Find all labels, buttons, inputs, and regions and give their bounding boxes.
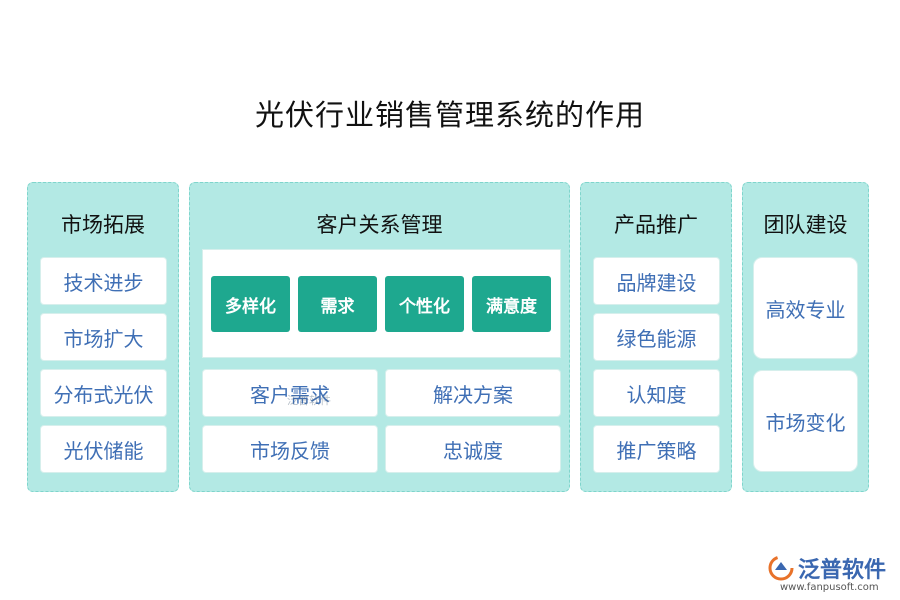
crm-item: 解决方案 — [385, 369, 561, 417]
panel-customer-relationship: 客户关系管理 多样化 需求 个性化 满意度 客户需求 解决方案 市场反馈 忠诚度 — [189, 182, 570, 492]
brand-url: www.fanpusoft.com — [780, 582, 879, 593]
market-item: 分布式光伏 — [40, 369, 167, 417]
market-item: 技术进步 — [40, 257, 167, 305]
crm-chip: 满意度 — [472, 276, 551, 332]
crm-chip: 多样化 — [211, 276, 290, 332]
product-item: 推广策略 — [593, 425, 720, 473]
crm-item: 客户需求 — [202, 369, 378, 417]
team-item: 市场变化 — [753, 370, 858, 472]
team-item: 高效专业 — [753, 257, 858, 359]
product-item: 品牌建设 — [593, 257, 720, 305]
crm-item: 忠诚度 — [385, 425, 561, 473]
watermark: 泛普软件 — [287, 394, 331, 407]
diagram-title: 光伏行业销售管理系统的作用 — [254, 98, 645, 132]
panel-team-building: 团队建设 高效专业 市场变化 — [742, 182, 869, 492]
fanpu-logo-icon — [768, 555, 794, 581]
panel-market-expansion: 市场拓展 技术进步 市场扩大 分布式光伏 光伏储能 — [27, 182, 179, 492]
market-item: 市场扩大 — [40, 313, 167, 361]
brand-name: 泛普软件 — [798, 558, 887, 583]
product-item: 认知度 — [593, 369, 720, 417]
panel-title: 市场拓展 — [61, 213, 145, 237]
crm-chip-group: 多样化 需求 个性化 满意度 — [202, 249, 561, 358]
market-item: 光伏储能 — [40, 425, 167, 473]
panel-title: 产品推广 — [614, 213, 698, 237]
product-item: 绿色能源 — [593, 313, 720, 361]
brand-block: 泛普软件 — [768, 552, 886, 584]
crm-item: 市场反馈 — [202, 425, 378, 473]
crm-chip: 个性化 — [385, 276, 464, 332]
panel-product-promotion: 产品推广 品牌建设 绿色能源 认知度 推广策略 — [580, 182, 732, 492]
panel-title: 客户关系管理 — [316, 213, 443, 237]
panel-title: 团队建设 — [763, 213, 848, 237]
crm-chip: 需求 — [298, 276, 377, 332]
